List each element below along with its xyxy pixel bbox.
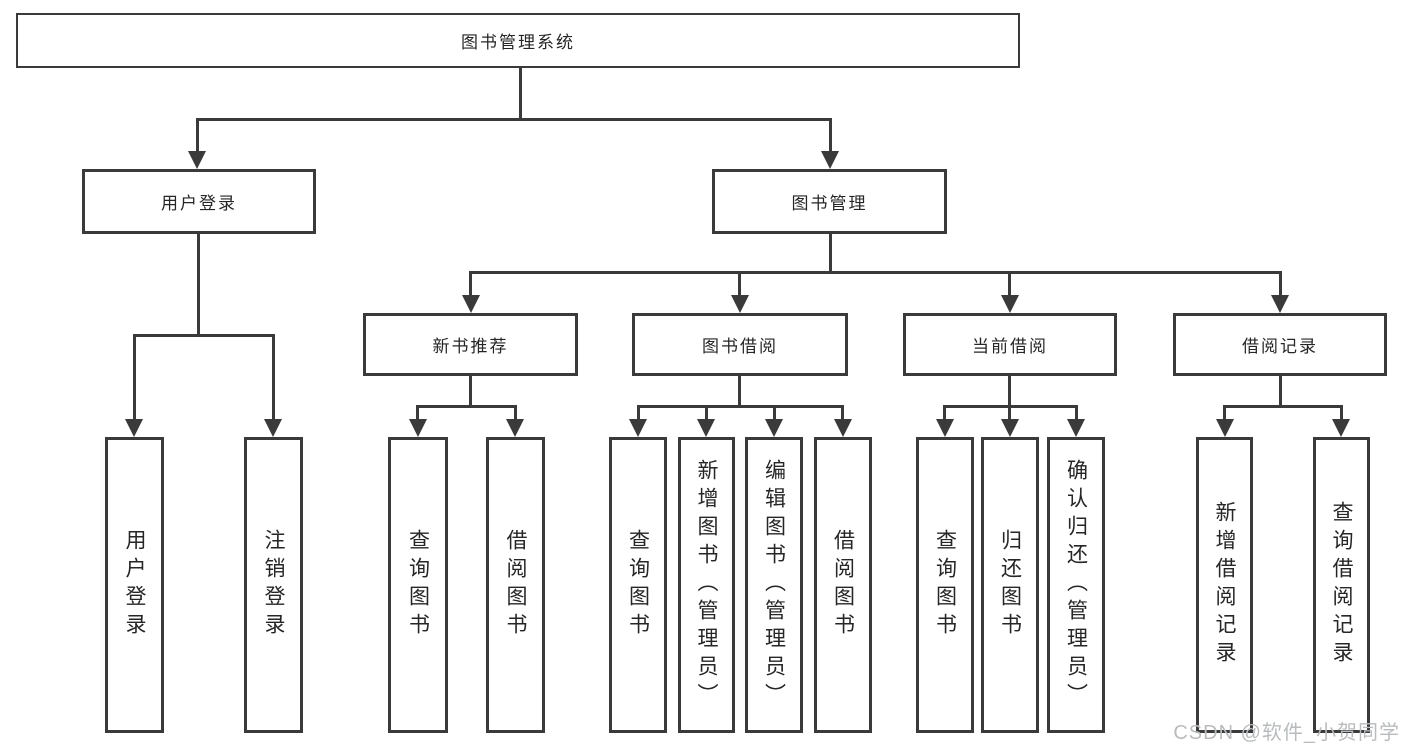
connector-drop-leaf-user-login bbox=[133, 337, 136, 420]
connector-user-login-stem bbox=[197, 234, 200, 336]
connector-drop-leaf bbox=[1075, 408, 1078, 420]
arrowhead-leaf-borrow-book-2 bbox=[834, 419, 852, 437]
arrowhead-user-login bbox=[188, 151, 206, 169]
node-label: 图书管理 bbox=[791, 194, 868, 213]
node-label: 借阅图书 bbox=[504, 529, 527, 641]
connector-drop-leaf bbox=[1340, 408, 1343, 420]
connector-drop-book-borrowing bbox=[738, 274, 741, 298]
node-label: 图书管理系统 bbox=[461, 33, 575, 52]
connector-borrowing-records-stem bbox=[1279, 376, 1282, 407]
node-book-borrowing: 图书借阅 bbox=[632, 313, 848, 376]
node-label: 注销登录 bbox=[262, 529, 285, 641]
node-leaf-borrow-book-1: 借阅图书 bbox=[486, 437, 545, 733]
connector-drop-leaf bbox=[637, 408, 640, 420]
arrowhead-leaf-borrow-book-1 bbox=[506, 419, 524, 437]
node-leaf-return-book: 归还图书 bbox=[981, 437, 1039, 733]
arrowhead-leaf-add-book bbox=[697, 419, 715, 437]
connector-drop-new-book bbox=[469, 274, 472, 298]
connector-new-book-stem bbox=[469, 376, 472, 407]
connector-new-book-rail bbox=[416, 405, 517, 408]
node-label: 新增借阅记录 bbox=[1213, 501, 1236, 669]
connector-borrowing-records-rail bbox=[1223, 405, 1343, 408]
arrowhead-leaf-edit-book bbox=[765, 419, 783, 437]
node-label: 当前借阅 bbox=[972, 337, 1048, 356]
node-label: 借阅图书 bbox=[831, 529, 855, 641]
node-leaf-add-book-admin: 新增图书（管理员） bbox=[678, 437, 735, 733]
connector-drop-leaf bbox=[773, 408, 776, 420]
arrowhead-current-borrowing bbox=[1001, 295, 1019, 313]
arrowhead-leaf-query-record bbox=[1332, 419, 1350, 437]
node-label: 查询图书 bbox=[406, 529, 430, 641]
connector-drop-user-login bbox=[196, 121, 199, 154]
connector-book-management-rail bbox=[469, 271, 1282, 274]
node-leaf-user-login: 用户登录 bbox=[105, 437, 164, 733]
arrowhead-leaf-user-login bbox=[125, 419, 143, 437]
connector-drop-leaf bbox=[705, 408, 708, 420]
connector-book-management-stem bbox=[829, 233, 832, 273]
csdn-watermark: CSDN @软件_小贺同学 bbox=[1173, 722, 1400, 744]
node-library-management-system: 图书管理系统 bbox=[16, 13, 1020, 68]
connector-drop-leaf bbox=[1223, 408, 1226, 420]
arrowhead-book-borrowing bbox=[731, 295, 749, 313]
arrowhead-new-book bbox=[462, 295, 480, 313]
connector-drop-leaf bbox=[841, 408, 844, 420]
node-leaf-borrow-book-2: 借阅图书 bbox=[814, 437, 872, 733]
connector-drop-leaf bbox=[416, 408, 419, 420]
connector-book-borrowing-stem bbox=[738, 376, 741, 407]
arrowhead-leaf-add-record bbox=[1216, 419, 1234, 437]
node-borrowing-records: 借阅记录 bbox=[1173, 313, 1387, 376]
node-new-book-recommendation: 新书推荐 bbox=[363, 313, 578, 376]
connector-root-rail bbox=[196, 118, 832, 121]
node-leaf-query-book-1: 查询图书 bbox=[388, 437, 448, 733]
node-leaf-query-borrow-record: 查询借阅记录 bbox=[1313, 437, 1370, 733]
connector-drop-leaf bbox=[514, 408, 517, 420]
node-label: 确认归还（管理员） bbox=[1064, 459, 1088, 711]
connector-drop-borrowing-records bbox=[1279, 274, 1282, 298]
node-label: 用户登录 bbox=[123, 529, 146, 641]
connector-drop-book-management bbox=[829, 121, 832, 154]
connector-current-borrowing-rail bbox=[943, 405, 1078, 408]
node-label: 查询借阅记录 bbox=[1330, 501, 1353, 669]
node-leaf-confirm-return-admin: 确认归还（管理员） bbox=[1047, 437, 1105, 733]
connector-drop-leaf bbox=[1008, 408, 1011, 420]
arrowhead-borrowing-records bbox=[1271, 295, 1289, 313]
node-label: 用户登录 bbox=[161, 194, 237, 213]
node-label: 新书推荐 bbox=[432, 337, 509, 356]
node-book-management: 图书管理 bbox=[712, 169, 947, 234]
connector-book-borrowing-rail bbox=[637, 405, 844, 408]
arrowhead-leaf-logout bbox=[264, 419, 282, 437]
node-current-borrowing: 当前借阅 bbox=[903, 313, 1117, 376]
node-label: 归还图书 bbox=[998, 529, 1022, 641]
node-user-login: 用户登录 bbox=[82, 169, 316, 234]
node-label: 查询图书 bbox=[933, 529, 957, 641]
node-leaf-logout: 注销登录 bbox=[244, 437, 303, 733]
node-label: 新增图书（管理员） bbox=[695, 459, 718, 711]
arrowhead-leaf-query-book-3 bbox=[936, 419, 954, 437]
arrowhead-leaf-query-book-1 bbox=[409, 419, 427, 437]
connector-drop-leaf bbox=[943, 408, 946, 420]
node-leaf-edit-book-admin: 编辑图书（管理员） bbox=[745, 437, 803, 733]
connector-drop-leaf-logout bbox=[272, 337, 275, 420]
connector-drop-current-borrowing bbox=[1008, 274, 1011, 298]
node-label: 借阅记录 bbox=[1242, 337, 1318, 356]
node-leaf-query-book-2: 查询图书 bbox=[609, 437, 667, 733]
arrowhead-leaf-confirm-return bbox=[1067, 419, 1085, 437]
node-leaf-query-book-3: 查询图书 bbox=[916, 437, 974, 733]
arrowhead-leaf-query-book-2 bbox=[629, 419, 647, 437]
node-label: 查询图书 bbox=[626, 529, 650, 641]
connector-current-borrowing-stem bbox=[1008, 376, 1011, 407]
node-leaf-add-borrow-record: 新增借阅记录 bbox=[1196, 437, 1253, 733]
connector-root-stem bbox=[519, 68, 522, 120]
node-label: 编辑图书（管理员） bbox=[762, 459, 786, 711]
node-label: 图书借阅 bbox=[702, 337, 778, 356]
arrowhead-book-management bbox=[821, 151, 839, 169]
arrowhead-leaf-return-book bbox=[1001, 419, 1019, 437]
connector-user-login-rail bbox=[133, 334, 275, 337]
